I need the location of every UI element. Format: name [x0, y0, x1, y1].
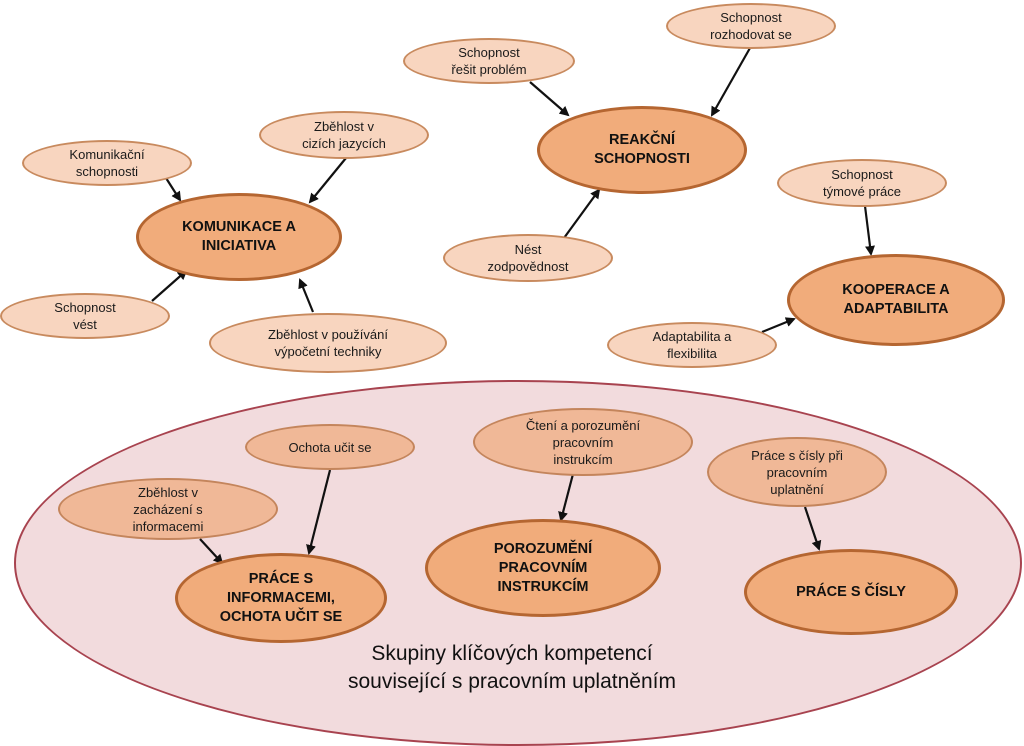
arrow-zodpovednost-to-reakcni: [563, 188, 601, 239]
leaf-rozhodovat: Schopnost rozhodovat se: [666, 3, 836, 49]
arrow-vest-to-komunikace: [151, 269, 188, 302]
leaf-cteni-instrukci: Čtení a porozumění pracovním instrukcím: [473, 408, 693, 476]
leaf-cisla-uplatneni: Práce s čísly při pracovním uplatnění: [707, 437, 887, 507]
hub-prace-cisla: PRÁCE S ČÍSLY: [744, 549, 958, 635]
arrow-problem-to-reakcni: [529, 81, 570, 117]
arrow-rozhodovat-to-reakcni: [711, 47, 751, 117]
leaf-adaptabilita: Adaptabilita a flexibilita: [607, 322, 777, 368]
group-caption: Skupiny klíčových kompetencí související…: [348, 642, 676, 693]
leaf-schopnost-vest: Schopnost vést: [0, 293, 170, 339]
hub-porozumeni: POROZUMĚNÍ PRACOVNÍM INSTRUKCÍM: [425, 519, 661, 617]
arrow-tymova-to-kooperace: [863, 205, 875, 256]
hub-prace-info: PRÁCE S INFORMACEMI, OCHOTA UČIT SE: [175, 553, 387, 643]
leaf-resit-problem: Schopnost řešit problém: [403, 38, 575, 84]
leaf-komunikacni-schopnosti: Komunikační schopnosti: [22, 140, 192, 186]
leaf-zachazeni-info: Zběhlost v zacházení s informacemi: [58, 478, 278, 540]
leaf-zbehlost-technika: Zběhlost v používání výpočetní techniky: [209, 313, 447, 373]
leaf-tymova-prace: Schopnost týmové práce: [777, 159, 947, 207]
arrow-adaptabilita-to-kooperace: [761, 317, 796, 334]
hub-reakcni: REAKČNÍ SCHOPNOSTI: [537, 106, 747, 194]
hub-kooperace: KOOPERACE A ADAPTABILITA: [787, 254, 1005, 346]
arrow-technika-to-komunikace: [298, 278, 315, 313]
hub-komunikace: KOMUNIKACE A INICIATIVA: [136, 193, 342, 281]
arrow-komunikacni-to-komunikace: [165, 177, 182, 202]
arrow-jazyky-to-komunikace: [308, 157, 347, 204]
leaf-zbehlost-jazyky: Zběhlost v cizích jazycích: [259, 111, 429, 159]
leaf-zodpovednost: Nést zodpovědnost: [443, 234, 613, 282]
leaf-ochota-ucit: Ochota učit se: [245, 424, 415, 470]
